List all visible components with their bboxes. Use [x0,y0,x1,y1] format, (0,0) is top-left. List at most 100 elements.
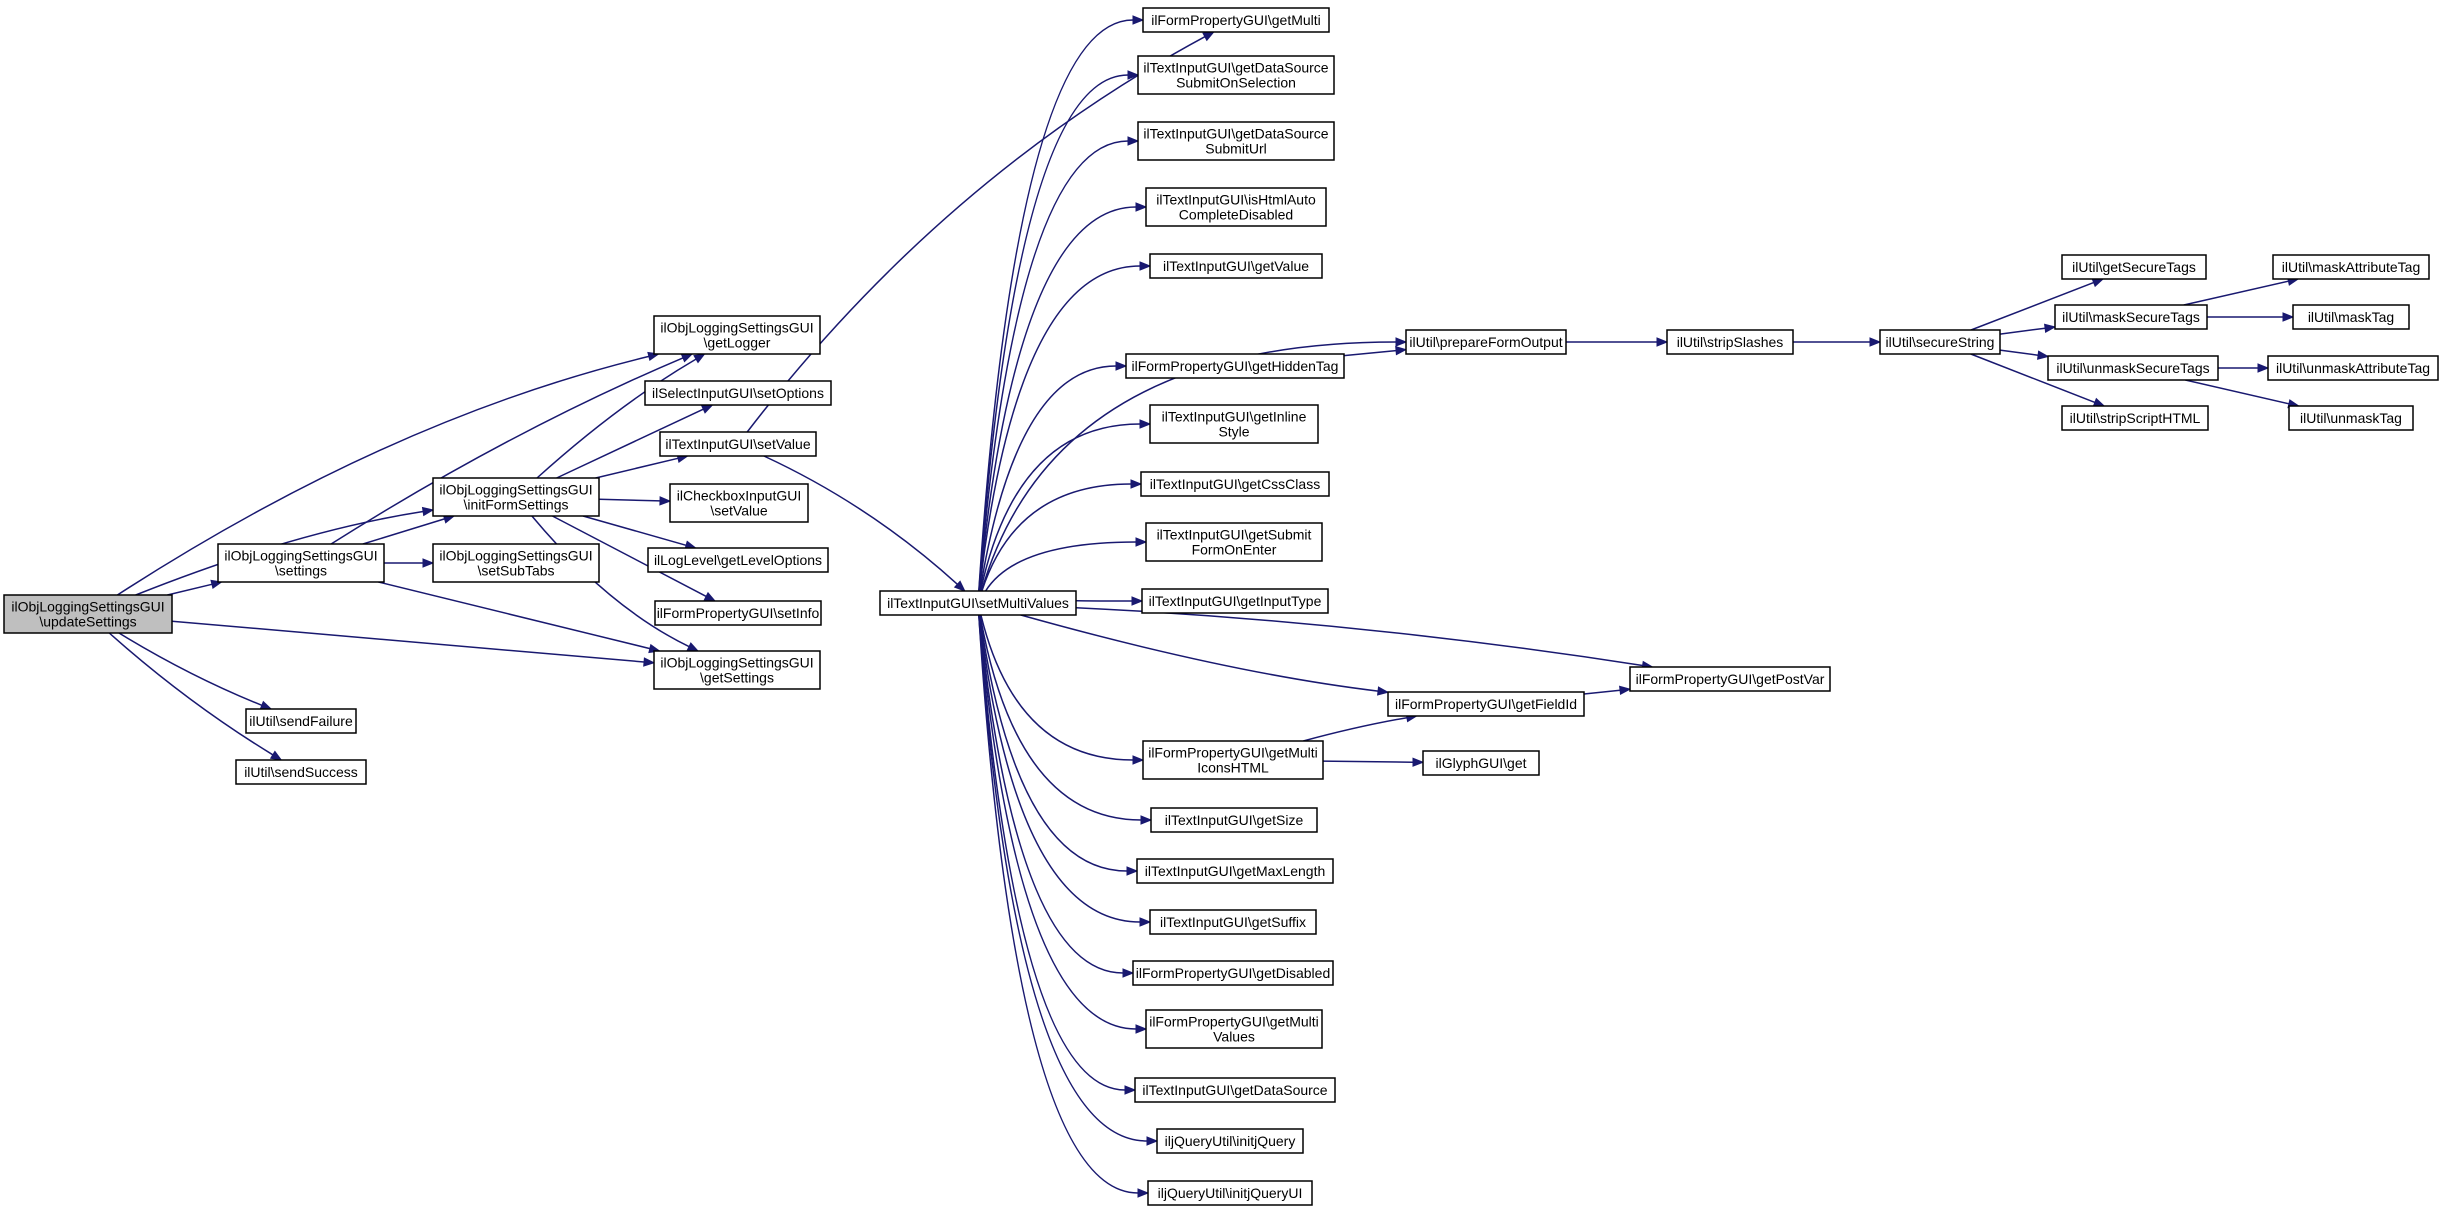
node-setMultiValues[interactable]: ilTextInputGUI\setMultiValues [879,590,1077,616]
node-box[interactable] [1405,329,1567,355]
node-box[interactable] [1141,588,1329,614]
node-setInfo[interactable]: ilFormPropertyGUI\setInfo [654,600,822,626]
node-initForm[interactable]: ilObjLoggingSettingsGUI\initFormSettings [432,477,600,517]
node-box[interactable] [1147,1180,1313,1206]
node-settings[interactable]: ilObjLoggingSettingsGUI\settings [217,543,385,583]
node-box[interactable] [2272,254,2430,280]
node-getSize[interactable]: ilTextInputGUI\getSize [1150,807,1318,833]
node-stripSlashes[interactable]: ilUtil\stripSlashes [1666,329,1794,355]
node-cbSetValue[interactable]: ilCheckboxInputGUI\setValue [669,483,809,523]
node-box[interactable] [1140,471,1330,497]
node-box[interactable] [1387,691,1585,717]
node-initjQuery[interactable]: iljQueryUtil\initjQuery [1156,1128,1304,1154]
node-prepareForm[interactable]: ilUtil\prepareFormOutput [1405,329,1567,355]
node-box[interactable] [879,590,1077,616]
node-inputType[interactable]: ilTextInputGUI\getInputType [1141,588,1329,614]
node-box[interactable] [1149,909,1317,935]
node-box[interactable] [1145,1009,1323,1049]
node-getLogger[interactable]: ilObjLoggingSettingsGUI\getLogger [653,315,821,355]
node-maskSecureTags[interactable]: ilUtil\maskSecureTags [2054,304,2208,330]
node-box[interactable] [1422,750,1540,776]
node-getSecureTags[interactable]: ilUtil\getSecureTags [2061,254,2207,280]
node-maskAttr[interactable]: ilUtil\maskAttributeTag [2272,254,2430,280]
node-dsSubmitOnSel[interactable]: ilTextInputGUI\getDataSourceSubmitOnSele… [1137,55,1335,95]
node-box[interactable] [2267,355,2439,381]
node-levelOptions[interactable]: ilLogLevel\getLevelOptions [647,547,829,573]
node-box[interactable] [647,547,829,573]
node-box[interactable] [235,759,367,785]
node-box[interactable] [2061,254,2207,280]
node-getSuffix[interactable]: ilTextInputGUI\getSuffix [1149,909,1317,935]
arrowhead-secureString-to-unmaskSecureTags [2037,350,2050,360]
node-box[interactable] [653,315,821,355]
node-box[interactable] [659,431,817,457]
node-hiddenTag[interactable]: ilFormPropertyGUI\getHiddenTag [1125,353,1345,379]
node-maxLength[interactable]: ilTextInputGUI\getMaxLength [1136,858,1334,884]
node-setSubTabs[interactable]: ilObjLoggingSettingsGUI\setSubTabs [432,543,600,583]
node-dataSource[interactable]: ilTextInputGUI\getDataSource [1134,1077,1336,1103]
node-box[interactable] [1125,353,1345,379]
node-box[interactable] [1137,121,1335,161]
node-label: ilUtil\unmaskTag [2300,410,2402,426]
node-box[interactable] [1879,329,2001,355]
node-box[interactable] [432,543,600,583]
node-box[interactable] [3,594,173,634]
node-box[interactable] [245,708,357,734]
node-selSetOptions[interactable]: ilSelectInputGUI\setOptions [644,380,832,406]
edge-secureString-to-unmaskSecureTags [1999,349,2039,356]
node-textSetValue[interactable]: ilTextInputGUI\setValue [659,431,817,457]
node-maskTag[interactable]: ilUtil\maskTag [2292,304,2410,330]
node-fieldId[interactable]: ilFormPropertyGUI\getFieldId [1387,691,1585,717]
edge-update-to-sendFailure [118,632,263,706]
node-box[interactable] [654,600,822,626]
node-secureString[interactable]: ilUtil\secureString [1879,329,2001,355]
node-postVar[interactable]: ilFormPropertyGUI\getPostVar [1629,666,1831,692]
node-getMulti[interactable]: ilFormPropertyGUI\getMulti [1142,7,1330,33]
node-box[interactable] [1142,7,1330,33]
node-initjQueryUI[interactable]: iljQueryUtil\initjQueryUI [1147,1180,1313,1206]
node-box[interactable] [1134,1077,1336,1103]
node-sendSuccess[interactable]: ilUtil\sendSuccess [235,759,367,785]
node-unmaskAttr[interactable]: ilUtil\unmaskAttributeTag [2267,355,2439,381]
node-box[interactable] [2061,405,2209,431]
node-getValue[interactable]: ilTextInputGUI\getValue [1149,253,1323,279]
node-box[interactable] [653,650,821,690]
node-box[interactable] [217,543,385,583]
node-box[interactable] [432,477,600,517]
node-box[interactable] [1149,404,1319,444]
node-box[interactable] [1145,187,1327,227]
node-box[interactable] [1156,1128,1304,1154]
node-box[interactable] [1149,253,1323,279]
node-box[interactable] [669,483,809,523]
node-box[interactable] [2047,355,2219,381]
node-box[interactable] [1142,740,1324,780]
node-getDisabled[interactable]: ilFormPropertyGUI\getDisabled [1132,960,1334,986]
node-cssClass[interactable]: ilTextInputGUI\getCssClass [1140,471,1330,497]
node-sendFailure[interactable]: ilUtil\sendFailure [245,708,357,734]
node-getSettings[interactable]: ilObjLoggingSettingsGUI\getSettings [653,650,821,690]
node-box[interactable] [1132,960,1334,986]
node-box[interactable] [1136,858,1334,884]
node-box[interactable] [1137,55,1335,95]
node-unmaskSecureTags[interactable]: ilUtil\unmaskSecureTags [2047,355,2219,381]
node-label: ilUtil\sendSuccess [244,764,358,780]
node-box[interactable] [1150,807,1318,833]
node-box[interactable] [2054,304,2208,330]
node-unmaskTag[interactable]: ilUtil\unmaskTag [2288,405,2414,431]
node-glyphGet[interactable]: ilGlyphGUI\get [1422,750,1540,776]
node-update[interactable]: ilObjLoggingSettingsGUI\updateSettings [3,594,173,634]
node-htmlAuto[interactable]: ilTextInputGUI\isHtmlAutoCompleteDisable… [1145,187,1327,227]
node-box[interactable] [1629,666,1831,692]
node-box[interactable] [2292,304,2410,330]
node-box[interactable] [1145,522,1323,562]
node-box[interactable] [2288,405,2414,431]
node-box[interactable] [644,380,832,406]
edge-setMultiValues-to-dsSubmitOnSel [978,74,1129,592]
node-stripScript[interactable]: ilUtil\stripScriptHTML [2061,405,2209,431]
node-box[interactable] [1666,329,1794,355]
